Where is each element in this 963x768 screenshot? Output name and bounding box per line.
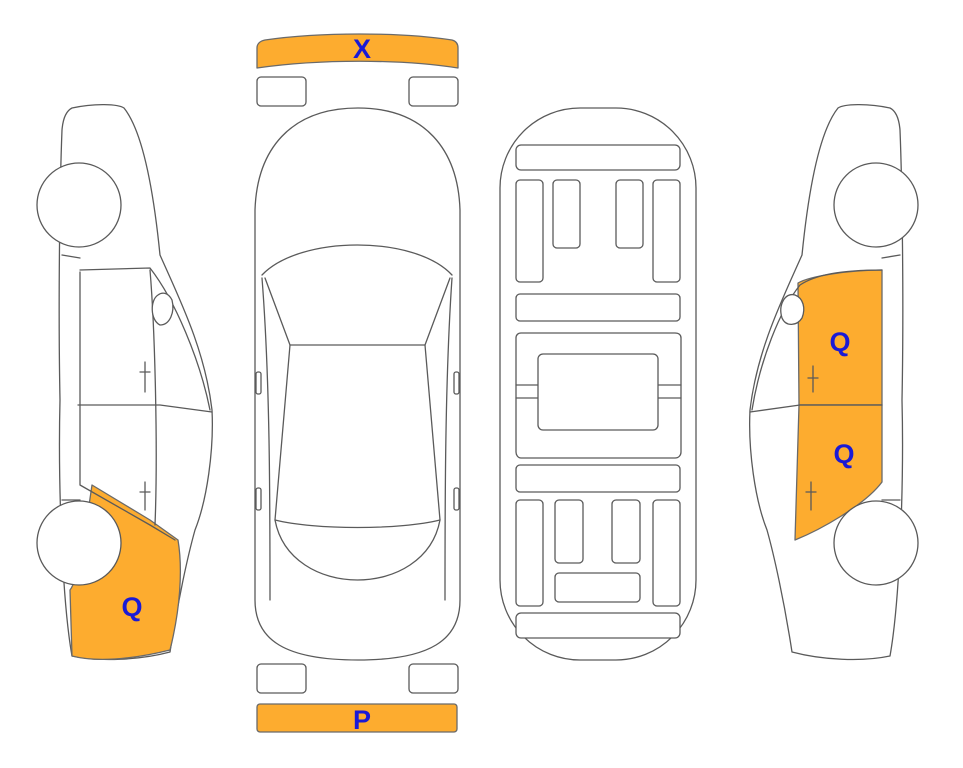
underbody-rear-mid-right (611, 499, 641, 564)
underbody-view (499, 107, 697, 661)
right-side-window-line (751, 269, 883, 411)
underbody-crossmember-1 (515, 293, 681, 322)
underbody-rear-right-rail (652, 499, 681, 607)
left-side-front-wheel (36, 162, 122, 248)
left-side-pillar (149, 269, 157, 526)
underbody-rear-left-rail (515, 499, 544, 607)
left-side-front-handle (139, 361, 151, 393)
right-side-front-door-label: Q (829, 327, 850, 357)
top-view-right-mirror (453, 371, 460, 395)
right-side-sill (881, 254, 901, 501)
right-side-front-wheel (833, 162, 919, 248)
right-side-front-handle (807, 365, 819, 393)
underbody-front-left-rail (515, 179, 544, 283)
rear-left-taillight (256, 663, 307, 694)
top-view-sides (261, 277, 453, 601)
underbody-center-inner (515, 384, 682, 399)
top-view (254, 33, 461, 733)
front-bumper-damage (256, 33, 459, 69)
rear-bumper-label: P (353, 705, 371, 735)
top-view-right-handle (453, 487, 460, 511)
left-side-view (36, 103, 213, 661)
rear-bumper-damage (256, 703, 458, 733)
left-side-rear-handle (139, 481, 151, 511)
right-side-view (749, 103, 919, 661)
top-view-a-pillars (264, 277, 451, 346)
top-view-body-outline (254, 107, 461, 661)
underbody-front-mid-left (552, 179, 581, 249)
right-side-rear-wheel (833, 500, 919, 586)
right-side-mirror (780, 293, 805, 326)
right-side-rear-handle (805, 481, 817, 511)
top-view-left-handle (255, 487, 262, 511)
left-side-window-line (79, 267, 211, 411)
left-side-rear-wheel (36, 500, 122, 586)
left-side-door-split (77, 404, 213, 413)
underbody-center-plate (537, 353, 659, 431)
right-side-door-split (749, 404, 883, 413)
right-side-rear-door-label: Q (833, 439, 854, 469)
rear-right-taillight (408, 663, 459, 694)
underbody-crossmember-2 (515, 464, 681, 493)
top-view-left-mirror (255, 371, 262, 395)
left-side-mirror (151, 292, 174, 326)
left-side-rear-label: Q (121, 592, 142, 622)
underbody-rear-mid-left (554, 499, 584, 564)
underbody-front-bar (515, 144, 681, 171)
underbody-front-right-rail (652, 179, 681, 283)
left-side-beltline (79, 271, 176, 541)
left-side-sill (61, 254, 81, 501)
underbody-rear-box (554, 572, 641, 603)
front-right-headlight (408, 76, 459, 107)
top-view-windshield (261, 244, 453, 276)
front-left-headlight (256, 76, 307, 107)
front-bumper-label: X (353, 34, 371, 64)
top-view-rear-window (274, 519, 441, 581)
underbody-rear-bar (515, 612, 681, 639)
underbody-front-mid-right (615, 179, 644, 249)
